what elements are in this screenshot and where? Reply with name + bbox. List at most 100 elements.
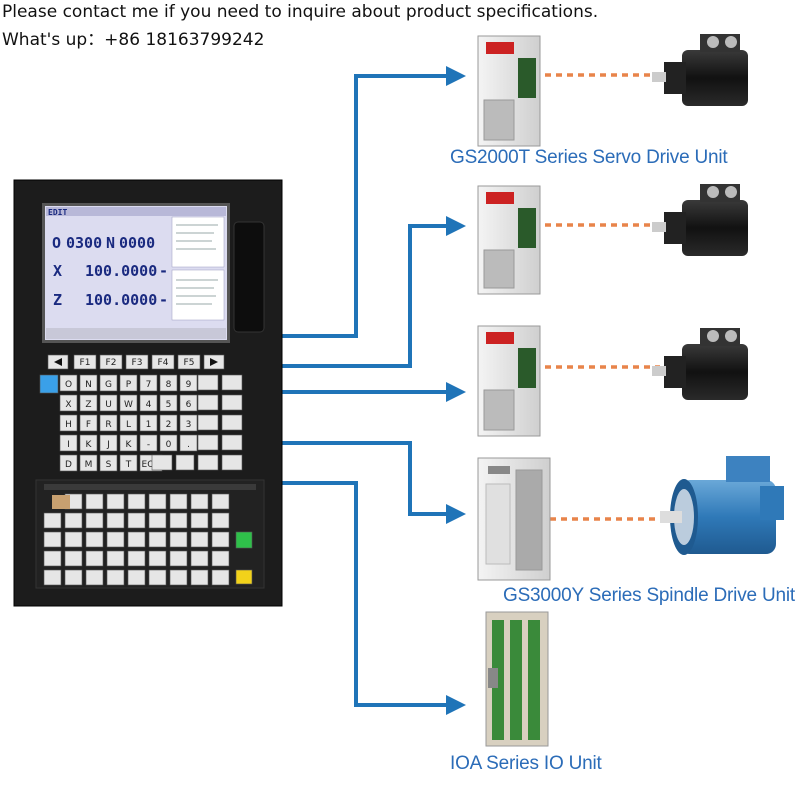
io-unit xyxy=(485,611,549,747)
key-2-3[interactable]: L xyxy=(119,414,138,432)
key-2-5[interactable]: 2 xyxy=(159,414,178,432)
cycle-start-button xyxy=(235,531,253,549)
panel-key-3-4[interactable] xyxy=(127,550,146,567)
key-3-0[interactable]: I xyxy=(59,434,78,452)
panel-key-4-8[interactable] xyxy=(211,569,230,586)
svg-text:L: L xyxy=(126,420,131,430)
svg-text:EOB: EOB xyxy=(142,460,161,470)
key-0-1[interactable]: N xyxy=(79,374,98,392)
panel-key-1-5[interactable] xyxy=(148,512,167,529)
x-axis-label: X xyxy=(53,262,62,280)
panel-key-1-8[interactable] xyxy=(211,512,230,529)
softkey-f1[interactable]: F1 xyxy=(73,354,97,370)
panel-key-1-0[interactable] xyxy=(43,512,62,529)
panel-key-2-6[interactable] xyxy=(169,531,188,548)
panel-key-3-3[interactable] xyxy=(106,550,125,567)
key-2-1[interactable]: F xyxy=(79,414,98,432)
key-2-6[interactable]: 3 xyxy=(179,414,198,432)
panel-key-1-1[interactable] xyxy=(64,512,83,529)
key-3-1[interactable]: K xyxy=(79,434,98,452)
panel-key-2-8[interactable] xyxy=(211,531,230,548)
panel-key-4-1[interactable] xyxy=(64,569,83,586)
softkey-f4[interactable]: F4 xyxy=(151,354,175,370)
key-0-0[interactable]: O xyxy=(59,374,78,392)
key-1-2[interactable]: U xyxy=(99,394,118,412)
svg-text:4: 4 xyxy=(146,400,152,410)
key-4-3[interactable]: T xyxy=(119,454,138,472)
key-4-1[interactable]: M xyxy=(79,454,98,472)
panel-key-0-7[interactable] xyxy=(190,493,209,510)
key-0-6[interactable]: 9 xyxy=(179,374,198,392)
key-1-4[interactable]: 4 xyxy=(139,394,158,412)
key-0-5[interactable]: 8 xyxy=(159,374,178,392)
panel-key-2-5[interactable] xyxy=(148,531,167,548)
motor-links xyxy=(545,73,660,521)
panel-key-3-2[interactable] xyxy=(85,550,104,567)
svg-text:O: O xyxy=(65,380,72,390)
arrow-to-io-unit xyxy=(280,481,466,715)
key-1-6[interactable]: 6 xyxy=(179,394,198,412)
panel-key-4-4[interactable] xyxy=(127,569,146,586)
operator-panel-keys xyxy=(43,493,230,586)
panel-key-4-6[interactable] xyxy=(169,569,188,586)
panel-key-4-2[interactable] xyxy=(85,569,104,586)
panel-key-3-8[interactable] xyxy=(211,550,230,567)
panel-key-1-4[interactable] xyxy=(127,512,146,529)
key-1-0[interactable]: X xyxy=(59,394,78,412)
svg-text:K: K xyxy=(86,440,93,450)
key-1-1[interactable]: Z xyxy=(79,394,98,412)
spindle-drive xyxy=(477,457,551,581)
connection-arrows xyxy=(280,66,466,715)
panel-key-1-7[interactable] xyxy=(190,512,209,529)
key-0-3[interactable]: P xyxy=(119,374,138,392)
key-3-3[interactable]: K xyxy=(119,434,138,452)
key-1-5[interactable]: 5 xyxy=(159,394,178,412)
svg-text:F3: F3 xyxy=(132,358,143,368)
panel-key-3-0[interactable] xyxy=(43,550,62,567)
panel-key-0-8[interactable] xyxy=(211,493,230,510)
panel-key-4-7[interactable] xyxy=(190,569,209,586)
panel-key-2-7[interactable] xyxy=(190,531,209,548)
panel-key-2-3[interactable] xyxy=(106,531,125,548)
svg-text:P: P xyxy=(126,380,132,390)
panel-key-3-7[interactable] xyxy=(190,550,209,567)
key-2-0[interactable]: H xyxy=(59,414,78,432)
softkey-f3[interactable]: F3 xyxy=(125,354,149,370)
panel-key-0-3[interactable] xyxy=(106,493,125,510)
panel-key-4-0[interactable] xyxy=(43,569,62,586)
panel-key-3-6[interactable] xyxy=(169,550,188,567)
key-0-4[interactable]: 7 xyxy=(139,374,158,392)
panel-key-4-5[interactable] xyxy=(148,569,167,586)
panel-key-2-1[interactable] xyxy=(64,531,83,548)
key-4-0[interactable]: D xyxy=(59,454,78,472)
svg-text:N: N xyxy=(85,380,92,390)
panel-key-1-2[interactable] xyxy=(85,512,104,529)
panel-key-1-3[interactable] xyxy=(106,512,125,529)
svg-text:I: I xyxy=(67,440,70,450)
panel-key-0-4[interactable] xyxy=(127,493,146,510)
panel-key-2-2[interactable] xyxy=(85,531,104,548)
panel-key-1-6[interactable] xyxy=(169,512,188,529)
panel-key-2-0[interactable] xyxy=(43,531,62,548)
panel-key-2-4[interactable] xyxy=(127,531,146,548)
key-3-2[interactable]: J xyxy=(99,434,118,452)
key-3-5[interactable]: 0 xyxy=(159,434,178,452)
key-3-4[interactable]: - xyxy=(139,434,158,452)
z-axis-value: 100.0000 xyxy=(85,291,157,309)
key-3-6[interactable]: . xyxy=(179,434,198,452)
key-1-3[interactable]: W xyxy=(119,394,138,412)
panel-key-3-1[interactable] xyxy=(64,550,83,567)
panel-key-0-2[interactable] xyxy=(85,493,104,510)
softkey-f5[interactable]: F5 xyxy=(177,354,201,370)
panel-key-3-5[interactable] xyxy=(148,550,167,567)
panel-key-4-3[interactable] xyxy=(106,569,125,586)
key-2-2[interactable]: R xyxy=(99,414,118,432)
key-2-4[interactable]: 1 xyxy=(139,414,158,432)
softkey-f2[interactable]: F2 xyxy=(99,354,123,370)
key-4-2[interactable]: S xyxy=(99,454,118,472)
key-0-2[interactable]: G xyxy=(99,374,118,392)
panel-key-0-5[interactable] xyxy=(148,493,167,510)
svg-text:F5: F5 xyxy=(184,358,195,368)
panel-key-0-6[interactable] xyxy=(169,493,188,510)
